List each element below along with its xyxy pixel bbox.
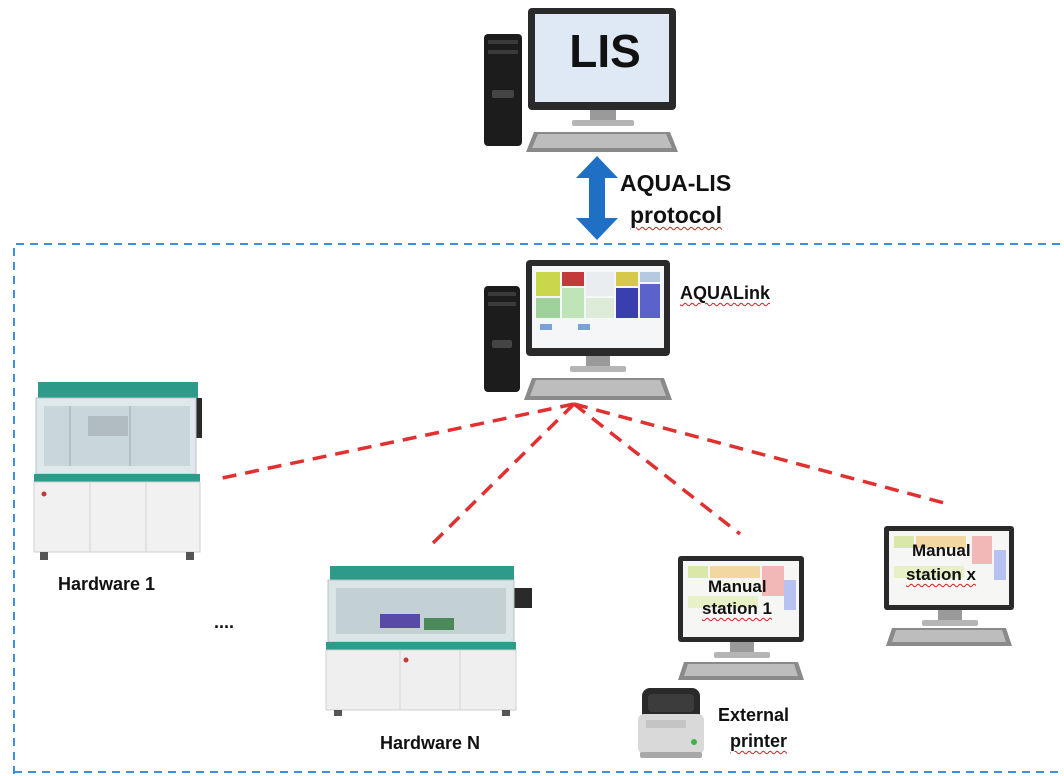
hardwareN-label: Hardware N xyxy=(380,733,481,753)
protocol-label-line2: protocol xyxy=(630,202,722,228)
hardware1-instrument xyxy=(33,382,202,560)
manual-station1-computer xyxy=(678,556,804,680)
manual-stationx-computer xyxy=(884,526,1014,646)
aqualink-tower xyxy=(484,286,520,392)
printer-label-line2: printer xyxy=(730,731,788,751)
lis-screen-label: LIS xyxy=(569,25,641,77)
aqualink-label: AQUALink xyxy=(680,283,770,303)
manual-stationx-label-line2: station x xyxy=(906,565,976,584)
connection-manualx xyxy=(573,402,949,506)
lis-keyboard xyxy=(526,132,678,152)
hardwareN-instrument xyxy=(325,566,532,716)
aqualink-computer xyxy=(484,260,672,400)
connection-lines xyxy=(221,402,949,550)
printer-label-line1: External xyxy=(718,705,790,725)
connection-manual1 xyxy=(572,402,742,536)
ellipsis-text: .... xyxy=(214,612,235,632)
lis-computer xyxy=(484,8,678,152)
manual-station1-label-line1: Manual xyxy=(708,577,767,596)
hardware1-label: Hardware 1 xyxy=(58,574,156,594)
manual-stationx-label-line1: Manual xyxy=(912,541,971,560)
bidirectional-arrow-icon xyxy=(576,156,618,240)
manual-station1-label-line2: station 1 xyxy=(702,599,772,618)
connection-hardware1 xyxy=(221,402,575,480)
aqualink-keyboard xyxy=(524,378,672,400)
protocol-label-line1: AQUA-LIS xyxy=(620,170,732,196)
printer-icon xyxy=(638,688,704,758)
connection-hardwareN xyxy=(426,402,576,550)
